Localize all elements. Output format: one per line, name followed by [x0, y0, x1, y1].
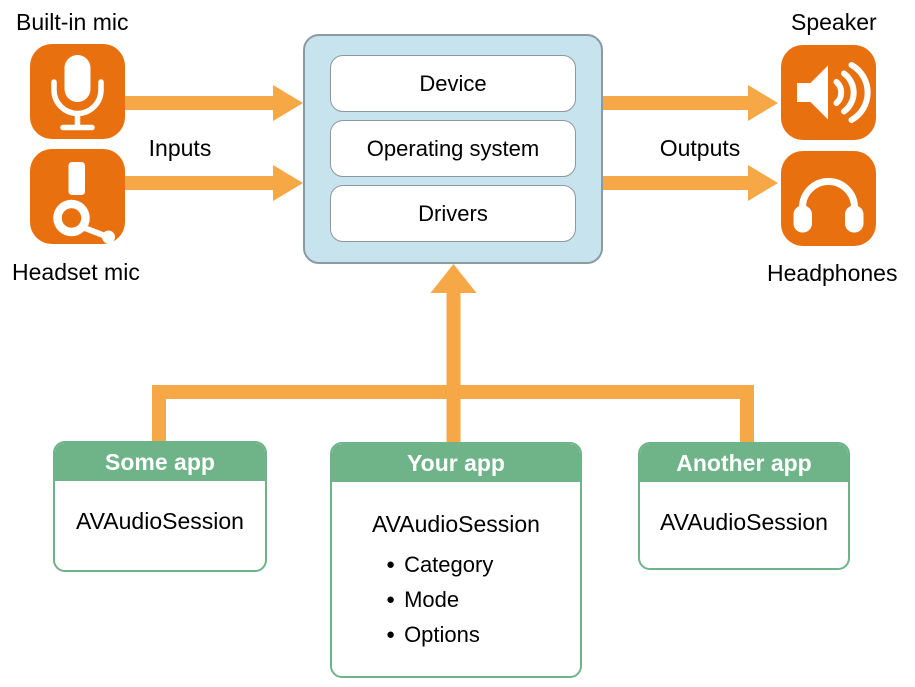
list-item-label: Mode — [404, 587, 460, 612]
layer-operating-system: Operating system — [330, 120, 576, 177]
avaudiosession-class-label: AVAudioSession — [660, 509, 828, 535]
layer-device: Device — [330, 55, 576, 112]
app-box-your-app: Your app AVAudioSession ● Category ● Mod… — [330, 442, 582, 678]
headset-mic-label: Headset mic — [12, 259, 140, 285]
list-item-label: Options — [404, 622, 480, 647]
bullet-icon: ● — [386, 556, 396, 573]
app-box-another-app: Another app AVAudioSession — [638, 442, 850, 570]
layer-device-label: Device — [419, 70, 487, 96]
system-stack-panel: Device Operating system Drivers — [303, 34, 603, 264]
speaker-icon — [781, 45, 876, 140]
app-box-some-app: Some app AVAudioSession — [53, 441, 267, 572]
list-item-category: ● Category — [386, 552, 580, 577]
list-item-mode: ● Mode — [386, 587, 580, 612]
avaudiosession-class-label: AVAudioSession — [76, 508, 244, 534]
app-header-another-app: Another app — [640, 444, 848, 482]
app-title: Your app — [407, 449, 505, 476]
up-arrow-head — [430, 264, 477, 293]
session-config-list: ● Category ● Mode ● Options — [386, 552, 580, 647]
headphones-icon — [781, 151, 876, 246]
output-arrow-top — [603, 85, 778, 121]
app-header-some-app: Some app — [55, 443, 265, 481]
horizontal-connector-line — [152, 385, 754, 399]
left-connector-line — [152, 385, 166, 443]
app-title: Another app — [676, 449, 812, 476]
avaudiosession-class-label: AVAudioSession — [372, 511, 540, 537]
app-header-your-app: Your app — [332, 444, 580, 482]
center-connector-line — [446, 288, 461, 444]
bullet-icon: ● — [386, 626, 396, 643]
bullet-icon: ● — [386, 591, 396, 608]
speaker-label: Speaker — [791, 9, 877, 35]
right-connector-line — [740, 385, 754, 443]
headphones-label: Headphones — [767, 260, 898, 286]
layer-drivers-label: Drivers — [418, 200, 488, 226]
app-title: Some app — [105, 448, 215, 475]
list-item-options: ● Options — [386, 622, 580, 647]
builtin-mic-label: Built-in mic — [16, 9, 129, 35]
outputs-label: Outputs — [659, 135, 741, 161]
layer-drivers: Drivers — [330, 185, 576, 242]
input-arrow-bottom — [125, 165, 303, 201]
output-arrow-bottom — [603, 165, 778, 201]
list-item-label: Category — [404, 552, 494, 577]
builtin-mic-icon — [30, 44, 125, 139]
input-arrow-top — [125, 85, 303, 121]
layer-operating-system-label: Operating system — [366, 135, 540, 161]
inputs-label: Inputs — [148, 135, 212, 161]
headset-mic-icon — [30, 149, 125, 244]
